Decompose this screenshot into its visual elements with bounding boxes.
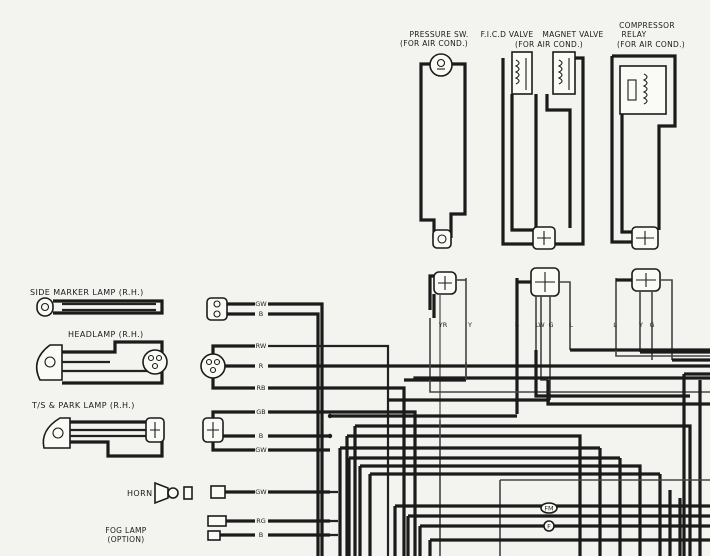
ficd-valve-label: F.I.C.D VALVE: [481, 30, 534, 39]
wire-code-y2: Y: [638, 321, 643, 329]
wire-code-b: B: [515, 321, 519, 329]
junction-fm-text: FM: [544, 505, 553, 513]
wire-code-y: Y: [467, 321, 472, 329]
magnet-valve-label-2: (FOR AIR COND.): [515, 40, 583, 49]
junction-mark-f: F: [543, 520, 555, 532]
magnet-valve: [532, 51, 585, 250]
wire-code-lw: LW: [535, 321, 545, 329]
junction-mark-fm: FM: [540, 502, 558, 514]
compressor-relay-label-3: (FOR AIR COND.): [617, 40, 685, 49]
wire-code-ts-gw: GW: [255, 446, 267, 454]
headlamp-label: HEADLAMP (R.H.): [68, 330, 144, 339]
horn-label: HORN: [127, 489, 152, 498]
horn-connector: [210, 485, 255, 499]
wire-code-hl-rb: RB: [257, 384, 266, 392]
wire-code-g: G: [548, 321, 553, 329]
top-row-wire-codes: YR Y B LW G L L Y G: [438, 321, 655, 329]
wire-code-hl-r: R: [259, 362, 264, 370]
wire-code-fog-b: B: [259, 531, 263, 539]
wire-code-horn-gw: GW: [255, 488, 267, 496]
ts-park-connector: [202, 410, 255, 452]
wire-code-l2: L: [613, 321, 617, 329]
side-marker-lamp: [36, 297, 164, 317]
side-marker-connector: [206, 297, 255, 321]
compressor-relay-label-1: COMPRESSOR: [619, 21, 675, 30]
compressor-relay: [610, 54, 677, 250]
fog-lamp-connector: [207, 515, 255, 541]
compressor-relay-label-2: RELAY: [622, 30, 647, 39]
headlamp-connector: [200, 344, 255, 390]
magnet-valve-label-1: MAGNET VALVE: [542, 30, 603, 39]
ficd-valve: [501, 51, 538, 246]
horn: [154, 481, 193, 505]
wire-code-l: L: [569, 321, 573, 329]
left-wire-codes: GW B RW R RB GB B GW GW RG B: [255, 300, 267, 539]
headlamp: [35, 340, 168, 385]
wire-code-hl-rw: RW: [256, 342, 267, 350]
ts-park-lamp-label: T/S & PARK LAMP (R.H.): [31, 401, 135, 410]
junction-f-text: F: [547, 523, 551, 531]
wire-code-ts-gb: GB: [256, 408, 266, 416]
pressure-switch: [419, 53, 467, 249]
wire-code-yr: YR: [438, 321, 448, 329]
top-mating-connectors: [433, 267, 661, 297]
wire-code-fog-rg: RG: [256, 517, 266, 525]
side-marker-lamp-label: SIDE MARKER LAMP (R.H.): [30, 288, 144, 297]
fog-lamp-label-1: FOG LAMP: [105, 526, 146, 535]
fog-lamp-label-2: (OPTION): [108, 535, 145, 544]
wire-code-sm-gw: GW: [255, 300, 267, 308]
wire-code-g2: G: [649, 321, 654, 329]
pressure-switch-label-2: (FOR AIR COND.): [400, 39, 468, 48]
wire-code-ts-b: B: [259, 432, 263, 440]
wire-code-sm-b: B: [259, 310, 263, 318]
main-harness: [330, 318, 710, 556]
pressure-switch-label-1: PRESSURE SW.: [409, 30, 468, 39]
ts-park-lamp: [42, 417, 165, 458]
